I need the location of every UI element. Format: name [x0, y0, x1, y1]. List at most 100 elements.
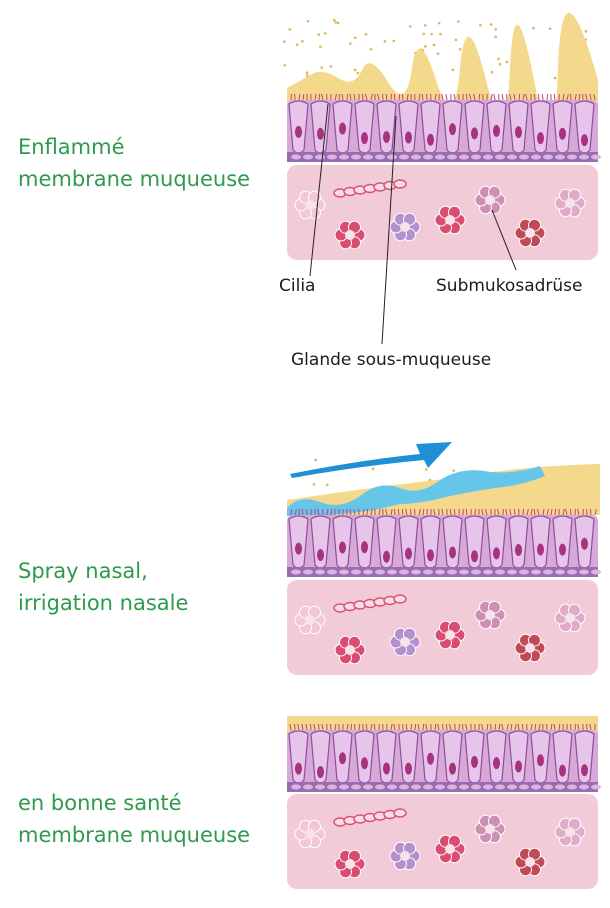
- gland-duct-segment: [393, 808, 407, 818]
- mucus-particles: [282, 18, 588, 81]
- basal-cell: [291, 784, 301, 790]
- basal-cell: [483, 784, 493, 790]
- cilium: [377, 93, 380, 101]
- submucosa: [287, 165, 598, 260]
- mucus-particle: [436, 52, 440, 55]
- mucus-particle: [437, 21, 441, 25]
- cilium: [309, 723, 312, 731]
- cilium: [365, 723, 368, 731]
- cilium: [361, 93, 364, 101]
- basal-cell: [591, 569, 601, 575]
- label-glande-sous-muqueuse: Glande sous-muqueuse: [291, 350, 492, 370]
- cell-nucleus: [581, 134, 588, 147]
- gland-lumen: [525, 643, 535, 653]
- cilium: [574, 93, 577, 101]
- mucus-particle: [314, 458, 317, 462]
- epithelial-cell: [574, 730, 595, 784]
- label-submukosadruse: Submukosadrüse: [436, 276, 583, 296]
- cilium: [546, 508, 549, 516]
- epithelium: [287, 723, 601, 792]
- cilium: [401, 93, 404, 101]
- mucus-particle: [305, 71, 309, 75]
- basal-cell: [303, 154, 313, 160]
- cilium: [493, 93, 496, 101]
- cilium: [385, 508, 388, 516]
- basal-cell: [447, 154, 457, 160]
- cilium: [577, 723, 580, 731]
- epithelial-cell: [464, 100, 485, 154]
- basal-cell: [519, 154, 529, 160]
- epithelial-cell: [552, 515, 573, 569]
- cilium: [334, 723, 337, 731]
- cilium: [593, 93, 596, 101]
- cilium: [453, 508, 456, 516]
- basal-cell: [375, 569, 385, 575]
- cilium: [513, 508, 516, 516]
- basal-cell: [567, 784, 577, 790]
- mucus-particle: [489, 23, 493, 26]
- cell-nucleus: [493, 124, 500, 137]
- mucus-particle: [494, 28, 497, 31]
- mucus-particle: [392, 39, 396, 43]
- cilium: [521, 723, 524, 731]
- basal-cell: [339, 154, 349, 160]
- mucus-particle: [497, 57, 500, 61]
- cilium: [421, 93, 424, 101]
- basal-cell: [591, 154, 601, 160]
- cilium: [385, 93, 388, 101]
- rinse-wave: [287, 466, 545, 517]
- submucosa: [287, 794, 598, 889]
- mucus-particle: [306, 19, 310, 23]
- cilium: [414, 723, 417, 731]
- mucus-particle: [548, 27, 552, 31]
- basal-cell: [291, 569, 301, 575]
- epithelial-cell: [354, 730, 375, 784]
- mucus-particle: [494, 35, 497, 39]
- cell-nucleus: [537, 543, 544, 556]
- cilium: [317, 723, 320, 731]
- cilium: [538, 723, 541, 731]
- cilium: [526, 508, 529, 516]
- cilium: [589, 508, 592, 516]
- cell-nucleus: [405, 762, 412, 775]
- epithelial-cell: [420, 100, 441, 154]
- mucus-particle: [283, 64, 286, 67]
- cilium: [465, 93, 468, 101]
- epithelial-cell: [508, 730, 529, 784]
- basal-cell: [543, 569, 553, 575]
- cilium: [434, 93, 437, 101]
- cell-nucleus: [405, 547, 412, 560]
- basal-cell: [375, 154, 385, 160]
- caption-healthy-line-1: en bonne santé: [18, 791, 182, 815]
- cilium: [569, 508, 572, 516]
- cilium: [505, 508, 508, 516]
- epithelial-cell: [398, 515, 419, 569]
- mucus-particle: [295, 43, 299, 47]
- cilium: [393, 723, 396, 731]
- basal-cell: [363, 154, 373, 160]
- cilium: [550, 723, 553, 731]
- mucus-particle: [320, 66, 324, 69]
- cell-nucleus: [559, 127, 566, 140]
- mucus-particle: [457, 20, 460, 23]
- basal-cell: [507, 154, 517, 160]
- mucus-particle: [317, 33, 321, 36]
- basal-cell: [471, 569, 481, 575]
- basal-cell: [327, 784, 337, 790]
- basal-cell: [531, 154, 541, 160]
- cell-nucleus: [449, 762, 456, 775]
- mucus-particle: [319, 45, 322, 48]
- basal-cell: [399, 784, 409, 790]
- cilium: [461, 723, 464, 731]
- cilium: [314, 93, 317, 101]
- basal-cell: [411, 154, 421, 160]
- cilium: [418, 93, 421, 101]
- cilium: [509, 508, 512, 516]
- cilium: [553, 93, 556, 101]
- cilium: [294, 508, 297, 516]
- mucus-particle: [329, 65, 333, 68]
- mucus-particle: [408, 25, 412, 28]
- gland-lumen: [345, 230, 355, 240]
- gland-lumen: [565, 613, 575, 623]
- basal-cell: [411, 569, 421, 575]
